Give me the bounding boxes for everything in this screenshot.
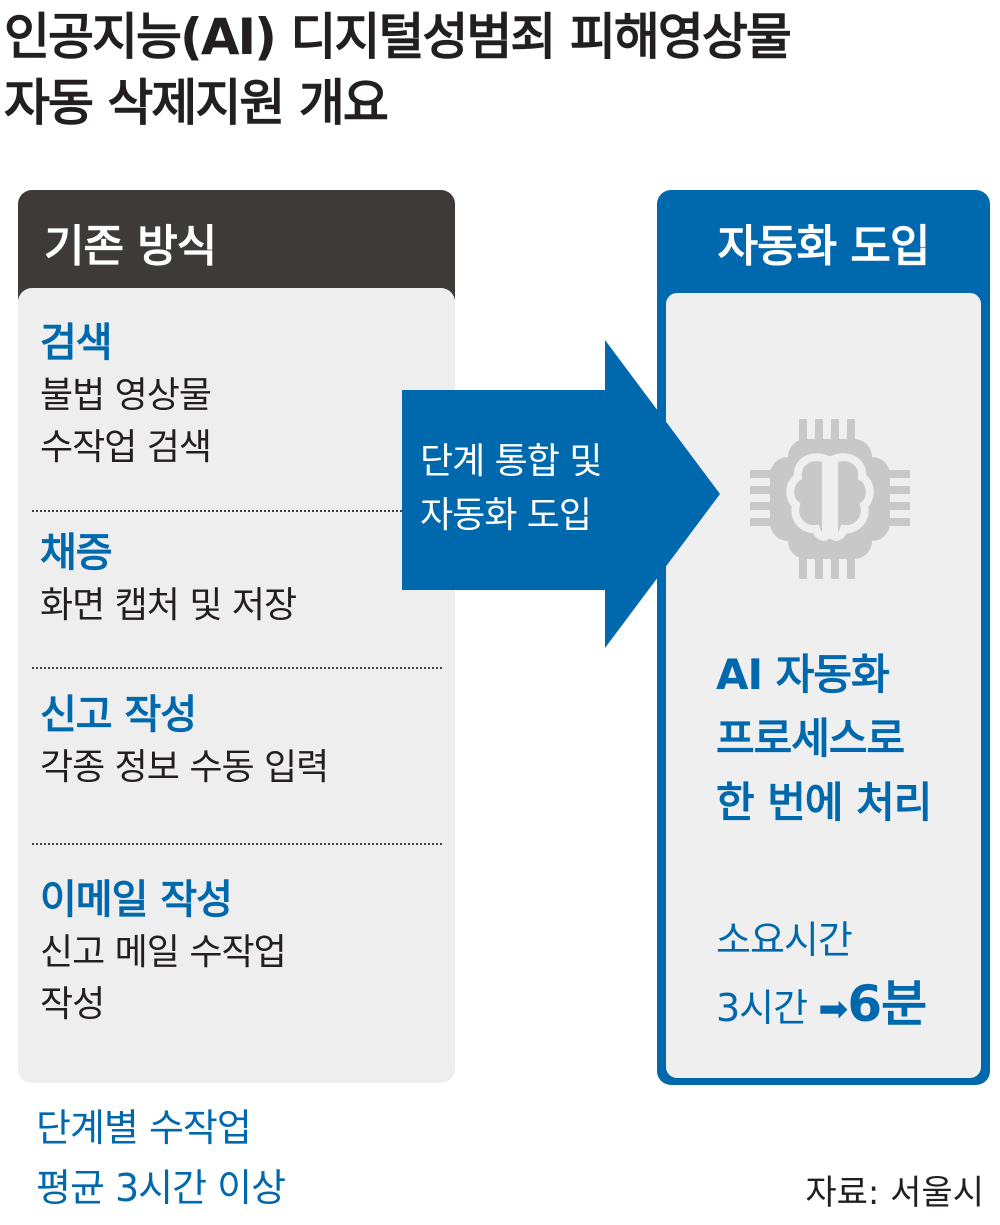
automation-panel: 자동화 도입 <box>657 190 990 1085</box>
legacy-header-label: 기존 방식 <box>44 221 217 272</box>
description-line: 프로세스로 <box>716 714 905 763</box>
time-comparison: 소요시간 3시간 ➡6분 <box>716 908 927 1042</box>
step-search: 검색 불법 영상물 수작업 검색 <box>40 316 212 474</box>
step-text: 작성 <box>40 984 105 1025</box>
step-text: 각종 정보 수동 입력 <box>40 747 329 788</box>
legacy-method-header: 기존 방식 <box>18 190 455 300</box>
step-evidence: 채증 화면 캡처 및 저장 <box>40 526 297 632</box>
step-text: 신고 메일 수작업 <box>40 932 287 973</box>
step-text: 화면 캡처 및 저장 <box>40 585 297 626</box>
automation-body: AI 자동화 프로세스로 한 번에 처리 소요시간 3시간 ➡6분 <box>663 290 984 1081</box>
step-heading: 이메일 작성 <box>40 877 233 923</box>
divider <box>32 667 442 669</box>
arrow-label-line: 자동화 도입 <box>420 495 592 536</box>
legacy-summary: 단계별 수작업 평균 3시간 이상 <box>36 1098 286 1218</box>
description-line: 한 번에 처리 <box>716 778 932 827</box>
title-line: 인공지능(AI) 디지털성범죄 피해영상물 <box>4 8 792 66</box>
time-label: 소요시간 <box>716 918 853 962</box>
legacy-method-panel: 검색 불법 영상물 수작업 검색 채증 화면 캡처 및 저장 신고 작성 각종 … <box>18 288 455 1083</box>
description-line: AI 자동화 <box>716 650 890 699</box>
page-title: 인공지능(AI) 디지털성범죄 피해영상물 자동 삭제지원 개요 <box>4 4 792 136</box>
step-heading: 채증 <box>40 530 113 576</box>
summary-line: 평균 3시간 이상 <box>36 1166 286 1210</box>
arrow-label: 단계 통합 및 자동화 도입 <box>420 435 602 543</box>
step-heading: 검색 <box>40 320 113 366</box>
right-arrow-icon: ➡ <box>818 989 848 1030</box>
step-text: 수작업 검색 <box>40 427 212 468</box>
time-after: 6분 <box>847 975 927 1033</box>
step-report: 신고 작성 각종 정보 수동 입력 <box>40 688 329 794</box>
divider <box>32 510 442 512</box>
automation-header-label: 자동화 도입 <box>717 221 931 272</box>
time-before: 3시간 <box>716 986 808 1030</box>
summary-line: 단계별 수작업 <box>36 1106 252 1150</box>
ai-chip-brain-icon <box>750 419 910 579</box>
title-line: 자동 삭제지원 개요 <box>4 74 389 132</box>
process-arrow <box>402 340 720 648</box>
source-credit: 자료: 서울시 <box>805 1173 984 1213</box>
divider <box>32 843 442 845</box>
step-heading: 신고 작성 <box>40 692 197 738</box>
automation-description: AI 자동화 프로세스로 한 번에 처리 <box>716 643 932 835</box>
arrow-label-line: 단계 통합 및 <box>420 441 602 482</box>
step-text: 불법 영상물 <box>40 375 212 416</box>
step-email: 이메일 작성 신고 메일 수작업 작성 <box>40 873 287 1031</box>
